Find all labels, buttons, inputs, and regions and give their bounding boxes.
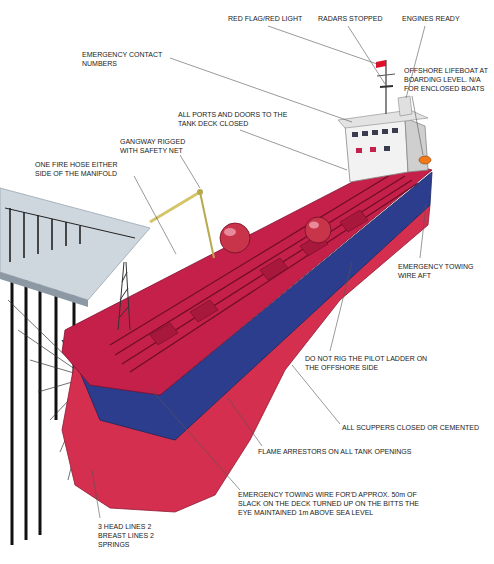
piling <box>11 276 14 545</box>
callout-label: EMERGENCY TOWING WIRE AFT <box>398 262 490 280</box>
callout-label: DO NOT RIG THE PILOT LADDER ON THE OFFSH… <box>305 354 440 372</box>
callout-label: EMERGENCY TOWING WIRE FOR'D APPROX. 50m … <box>238 490 423 517</box>
callout-label: FLAME ARRESTORS ON ALL TANK OPENINGS <box>258 447 411 456</box>
callout-label: RED FLAG/RED LIGHT <box>228 14 302 23</box>
pier-edge <box>0 272 88 307</box>
callout-label: 3 HEAD LINES 2 BREAST LINES 2 SPRINGS <box>98 522 162 549</box>
derrick <box>118 262 130 330</box>
callout-label: OFFSHORE LIFEBOAT AT BOARDING LEVEL. N/A… <box>404 66 490 93</box>
cargo-domes <box>220 217 331 253</box>
piling <box>55 289 58 420</box>
callout-label: RADARS STOPPED <box>318 14 382 23</box>
callout-label: ALL SCUPPERS CLOSED OR CEMENTED <box>342 423 479 432</box>
callout-label: EMERGENCY CONTACT NUMBERS <box>82 50 174 68</box>
leader-lines <box>92 26 426 518</box>
callout-label: ENGINES READY <box>402 14 460 23</box>
lifeboat <box>419 156 431 164</box>
piling <box>39 284 42 535</box>
deck-piping <box>110 172 418 372</box>
callout-label: ALL PORTS AND DOORS TO THE TANK DECK CLO… <box>178 110 290 128</box>
deck-hatches <box>150 210 368 345</box>
callout-label: ONE FIRE HOSE EITHER SIDE OF THE MANIFOL… <box>35 160 133 178</box>
pier-railing <box>5 208 135 262</box>
callout-label: GANGWAY RIGGED WITH SAFETY NET <box>120 137 194 155</box>
hull <box>62 160 432 512</box>
